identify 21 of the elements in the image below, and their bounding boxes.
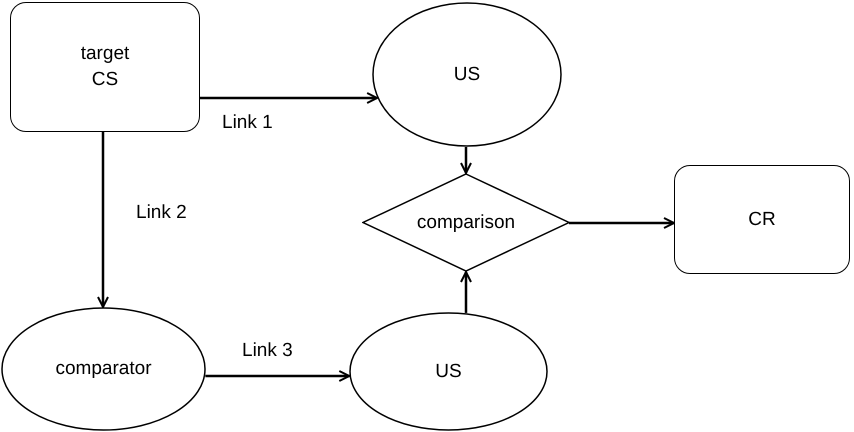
node-label: US [452, 62, 482, 87]
node-label: comparison [416, 210, 516, 235]
rounded-box [10, 2, 200, 132]
node-label: US [434, 360, 463, 384]
arrow [460, 271, 472, 313]
ellipse [372, 2, 562, 147]
decision-diamond [362, 173, 570, 272]
rounded-box [674, 165, 850, 274]
ellipse [1, 307, 206, 431]
arrow [460, 147, 472, 174]
arrow [97, 132, 109, 308]
ellipse [349, 312, 548, 431]
edge-label: Link 3 [242, 340, 293, 362]
node-label: comparator [54, 357, 153, 382]
edge-label: Link 2 [136, 202, 187, 224]
node-label: CR [747, 208, 777, 232]
arrow [200, 92, 378, 104]
edge-label: Link 1 [222, 112, 273, 134]
node-label: target CS [80, 42, 130, 92]
arrow [568, 217, 675, 229]
arrow [205, 370, 350, 382]
